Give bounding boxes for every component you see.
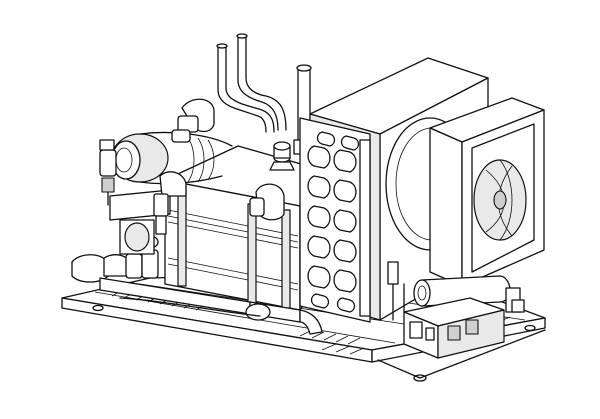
heat-exchanger-tank-icon	[164, 141, 323, 311]
base-slots-front	[299, 329, 365, 355]
electrical-box-icon	[387, 261, 525, 359]
axial-fan-icon	[473, 159, 527, 241]
pipe-assembly-icon	[71, 33, 323, 335]
coil-loops	[307, 131, 360, 313]
